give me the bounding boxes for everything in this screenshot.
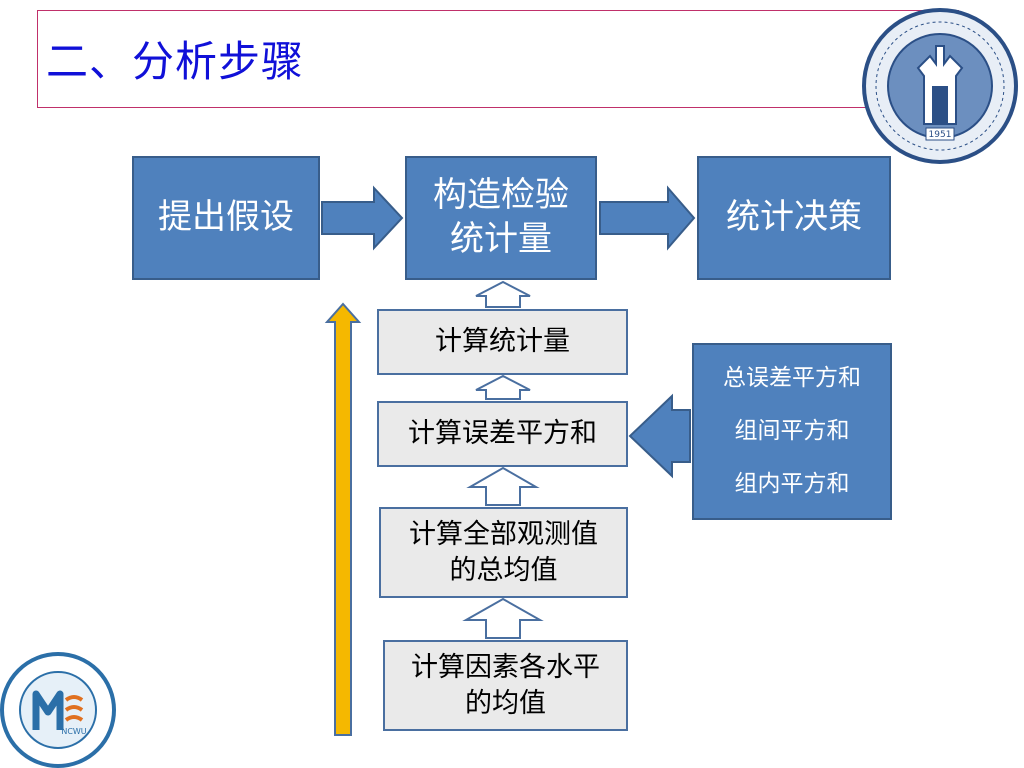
decision-label: 统计决策 bbox=[726, 197, 862, 238]
sum-squares-item-total: 总误差平方和 bbox=[723, 365, 861, 391]
sum-squares-item-within: 组内平方和 bbox=[734, 471, 850, 497]
construct-statistic-box: 构造检验统计量 bbox=[405, 156, 597, 280]
up-arrow-1 bbox=[475, 280, 531, 308]
hypothesis-box: 提出假设 bbox=[132, 156, 320, 280]
calc-sum-squares-label: 计算误差平方和 bbox=[408, 418, 597, 450]
calc-statistic-label: 计算统计量 bbox=[435, 326, 570, 358]
construct-statistic-label: 构造检验统计量 bbox=[433, 175, 569, 259]
calc-factor-mean-line1: 计算因素各水平 bbox=[411, 652, 600, 684]
calc-factor-mean-line2: 的均值 bbox=[465, 687, 546, 719]
svg-text:NCWU: NCWU bbox=[61, 727, 86, 736]
calc-overall-mean-box: 计算全部观测值 的总均值 bbox=[379, 507, 628, 598]
calc-sum-squares-box: 计算误差平方和 bbox=[377, 401, 628, 467]
up-arrow-2 bbox=[475, 374, 531, 400]
calc-overall-mean-line1: 计算全部观测值 bbox=[409, 519, 598, 551]
sum-squares-item-between: 组间平方和 bbox=[734, 418, 850, 444]
up-arrow-4 bbox=[462, 597, 544, 639]
calc-factor-mean-box: 计算因素各水平 的均值 bbox=[383, 640, 628, 731]
sum-squares-list-box: 总误差平方和 组间平方和 组内平方和 bbox=[692, 343, 892, 520]
right-arrow-2 bbox=[599, 185, 696, 251]
left-arrow bbox=[628, 393, 691, 479]
hypothesis-label: 提出假设 bbox=[158, 197, 294, 238]
school-logo: NCWU bbox=[0, 652, 116, 768]
calc-statistic-box: 计算统计量 bbox=[377, 309, 628, 375]
slide-title: 二、分析步骤 bbox=[46, 37, 305, 86]
decision-box: 统计决策 bbox=[697, 156, 891, 280]
up-arrow-3 bbox=[466, 466, 540, 506]
calc-overall-mean-line2: 的总均值 bbox=[449, 554, 558, 586]
university-seal-logo: 1951 bbox=[862, 8, 1018, 164]
svg-text:1951: 1951 bbox=[929, 130, 952, 140]
right-arrow-1 bbox=[321, 185, 404, 251]
long-up-arrow bbox=[324, 302, 362, 736]
